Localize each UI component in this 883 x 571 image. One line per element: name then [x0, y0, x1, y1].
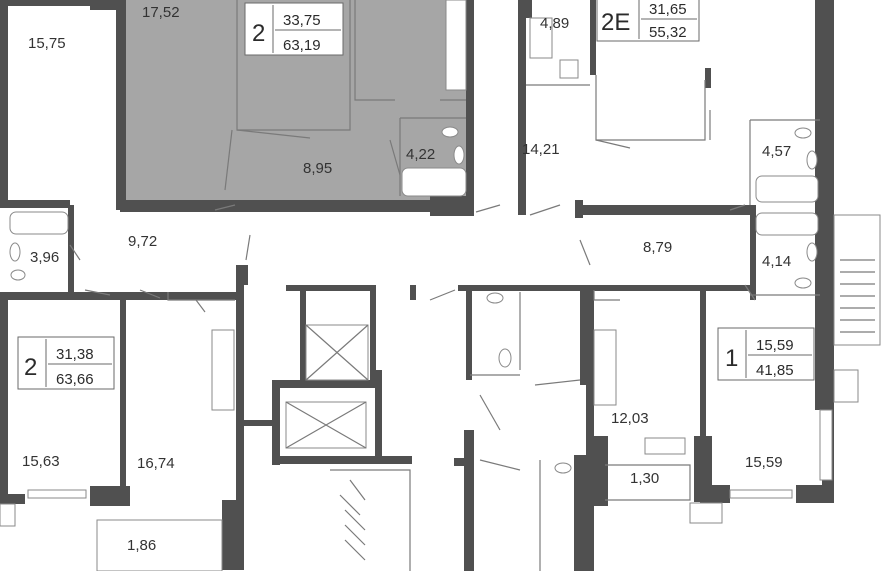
room-area: 3,96	[30, 249, 59, 266]
walls	[0, 0, 834, 571]
room-area: 8,95	[303, 160, 332, 177]
room-area: 4,14	[762, 253, 791, 270]
room-area: 9,72	[128, 233, 157, 250]
room-area: 17,52	[142, 4, 180, 21]
room-area: 15,59	[745, 454, 783, 471]
room-area: 12,03	[611, 410, 649, 427]
balconies	[0, 409, 833, 571]
highlighted-interior-lines	[224, 0, 471, 196]
unit-total-area: 63,19	[283, 37, 321, 54]
unit-living-area: 15,59	[756, 337, 794, 354]
room-area: 15,75	[28, 35, 66, 52]
unit-living-area: 31,65	[649, 1, 687, 18]
unit-living-area: 33,75	[283, 12, 321, 29]
unit-rooms: 2	[252, 20, 265, 47]
room-area: 1,86	[127, 537, 156, 554]
toilets	[10, 126, 812, 368]
unit-total-area: 63,66	[56, 371, 94, 388]
room-area: 8,79	[643, 239, 672, 256]
room-area: 4,22	[406, 146, 435, 163]
unit-badge[interactable]: 2 33,75 63,19	[244, 2, 344, 56]
room-area: 1,30	[630, 470, 659, 487]
kitchen-units	[211, 0, 686, 455]
room-area-labels: 17,52 15,75 4,89 8,95 4,22 14,21 4,57 3,…	[22, 4, 791, 554]
unit-rooms: 1	[725, 345, 738, 372]
elevator-shafts	[285, 324, 369, 449]
unit-total-area: 41,85	[756, 362, 794, 379]
unit-badge[interactable]: 2E 31,65 55,32	[596, 0, 700, 42]
room-area: 15,63	[22, 453, 60, 470]
highlighted-apartment[interactable]	[122, 0, 472, 210]
stairs	[330, 469, 411, 571]
sinks	[9, 59, 818, 474]
unit-living-area: 31,38	[56, 346, 94, 363]
external-stair	[833, 214, 881, 403]
bathtubs	[9, 167, 819, 236]
unit-total-area: 55,32	[649, 24, 687, 41]
unit-badge[interactable]: 1 15,59 41,85	[717, 327, 815, 381]
unit-rooms: 2	[24, 354, 37, 381]
unit-badge[interactable]: 2 31,38 63,66	[17, 336, 115, 390]
room-area: 16,74	[137, 455, 175, 472]
room-area: 4,57	[762, 143, 791, 160]
room-area: 4,89	[540, 15, 569, 32]
unit-rooms: 2E	[601, 9, 630, 36]
partition-lines	[69, 75, 820, 571]
room-area: 14,21	[522, 141, 560, 158]
